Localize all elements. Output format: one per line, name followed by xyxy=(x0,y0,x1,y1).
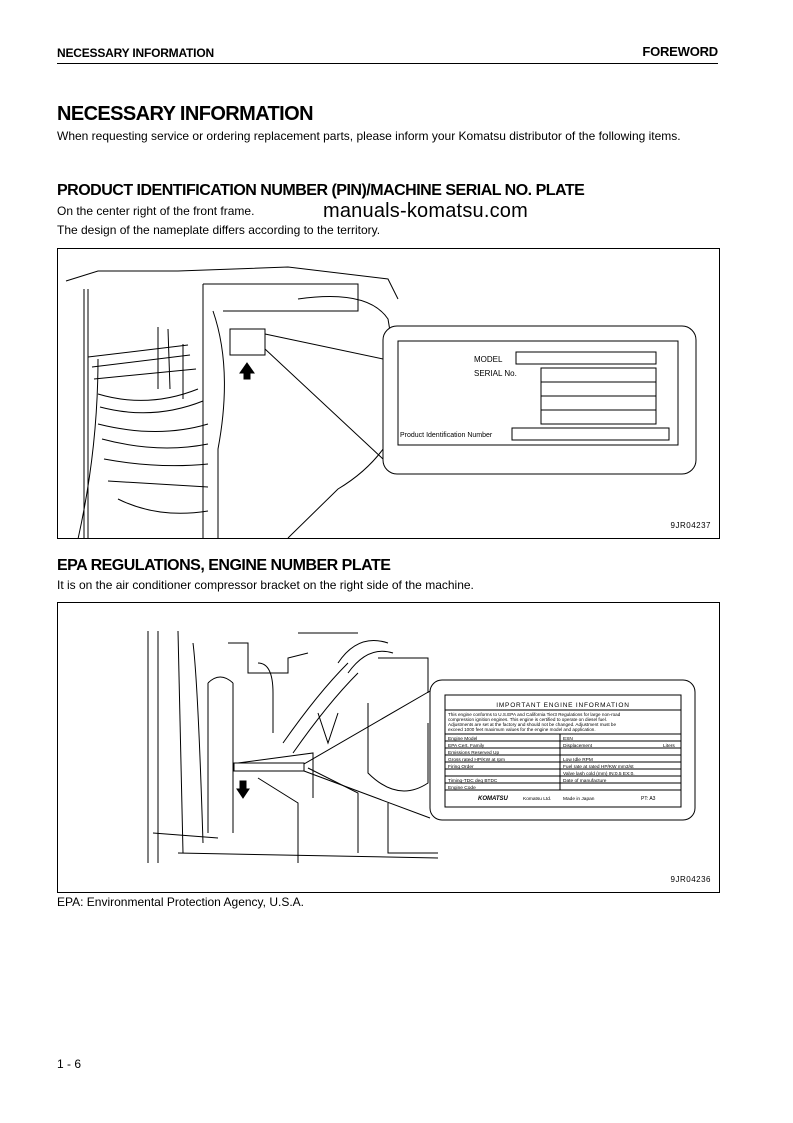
watermark: manuals-komatsu.com xyxy=(323,200,528,222)
section-heading-engine-plate: EPA REGULATIONS, ENGINE NUMBER PLATE xyxy=(57,557,391,574)
figure-pin-plate: MODEL SERIAL No. Product Identification … xyxy=(57,248,720,540)
page-title: NECESSARY INFORMATION xyxy=(57,103,314,125)
header-rule xyxy=(57,63,718,64)
pin-plate-location-text: On the center right of the front frame. xyxy=(57,204,255,218)
engine-plate-maker: Komatsu Ltd. xyxy=(523,796,551,802)
epa-footnote: EPA: Environmental Protection Agency, U.… xyxy=(57,895,305,909)
engine-plate-title: IMPORTANT ENGINE INFORMATION xyxy=(496,702,630,709)
figure-engine-plate: IMPORTANT ENGINE INFORMATION This engine… xyxy=(57,602,720,893)
engine-plate-fuel-rate: Fuel rate at rated HP/KW mm3/st xyxy=(563,764,634,770)
pin-plate-design-note: The design of the nameplate differs acco… xyxy=(57,223,381,237)
engine-plate-esn: ESN xyxy=(563,736,573,742)
engine-plate-low-idle: Low Idle RPM xyxy=(563,757,593,763)
engine-plate-location-text: It is on the air conditioner compressor … xyxy=(57,578,474,592)
page-number: 1 - 6 xyxy=(57,1057,82,1071)
engine-plate-gross-rated: Gross rated HP/KW at rpm xyxy=(448,757,505,763)
engine-bracket-illustration: IMPORTANT ENGINE INFORMATION This engine… xyxy=(147,630,696,863)
engine-plate-engine-code: Engine Code xyxy=(448,785,476,791)
plate-pin-label: Product Identification Number xyxy=(400,432,493,439)
engine-plate-valve-lash: Valve lash cold (mm) IN:0.5 EX:0. xyxy=(563,771,635,777)
figure-code-engine-plate: 9JR04236 xyxy=(670,875,711,884)
header-chapter-title: FOREWORD xyxy=(642,44,718,59)
plate-model-label: MODEL xyxy=(474,355,503,364)
header-section-title: NECESSARY INFORMATION xyxy=(57,46,214,60)
engine-plate-displacement: Displacement xyxy=(563,743,593,749)
plate-serial-label: SERIAL No. xyxy=(474,369,517,378)
engine-plate-cert-family: EPA Cert. Family xyxy=(448,743,485,749)
engine-plate-emissions: Emissions Reserved Up xyxy=(448,750,500,756)
engine-plate-brand-logo: KOMATSU xyxy=(478,796,509,802)
engine-plate-firing-order: Firing Order xyxy=(448,764,474,770)
engine-plate-made-in: Made in Japan xyxy=(563,796,595,802)
engine-plate-engine-model: Engine Model xyxy=(448,736,477,742)
intro-paragraph: When requesting service or ordering repl… xyxy=(57,129,681,143)
engine-plate-body-1: This engine conforms to U.S.EPA and Cali… xyxy=(448,712,621,717)
engine-plate-body-3: Adjustments are set at the factory and s… xyxy=(448,722,616,727)
engine-plate-timing: Timing-TDC deg BTDC xyxy=(448,778,498,784)
engine-plate-body-4: exceed 1000 feet maximum values for the … xyxy=(448,727,596,732)
engine-plate-liters: Liters xyxy=(663,743,675,749)
figure-code-pin-plate: 9JR04237 xyxy=(670,521,711,530)
section-heading-pin-plate: PRODUCT IDENTIFICATION NUMBER (PIN)/MACH… xyxy=(57,182,585,199)
machine-frame-illustration: MODEL SERIAL No. Product Identification … xyxy=(65,266,697,540)
engine-plate-body-2: compression ignition engines. This engin… xyxy=(448,717,607,722)
engine-plate-date: Date of manufacture xyxy=(563,778,607,784)
engine-plate-pt: PT: A3 xyxy=(641,796,656,802)
